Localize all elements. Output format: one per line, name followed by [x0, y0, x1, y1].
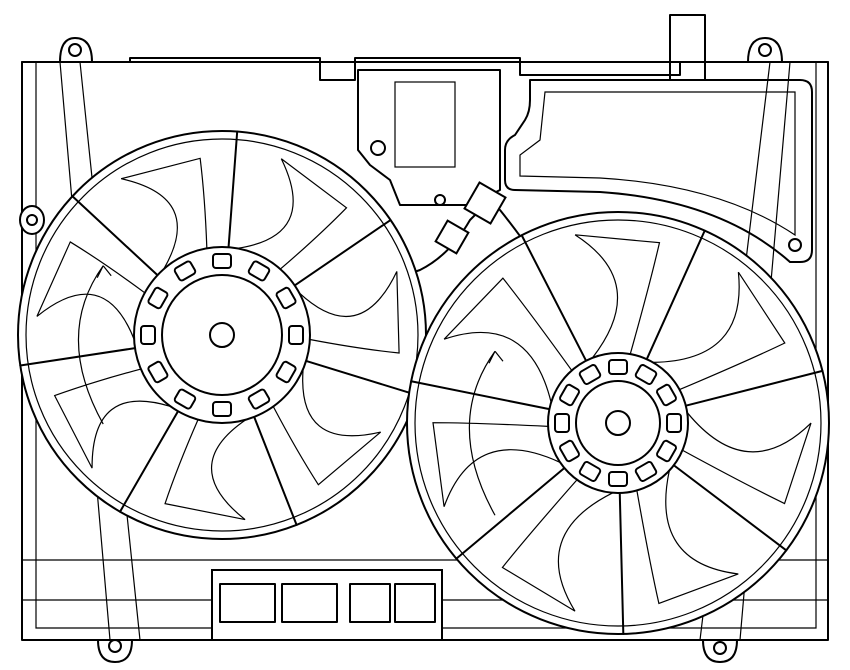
- rotation-arrow-icon: [77, 265, 112, 425]
- fan-blade: [120, 157, 208, 270]
- fan-blade: [272, 369, 382, 486]
- fan-inner-ring: [25, 138, 419, 532]
- hub-vent: [634, 461, 658, 482]
- fan-blade: [574, 234, 661, 359]
- shroud-strut: [305, 359, 418, 397]
- hub-vent: [578, 364, 602, 385]
- mounting-ear-bottom-left: [96, 639, 134, 664]
- hub-vent: [634, 364, 658, 385]
- mounting-ear-top-left: [58, 36, 94, 63]
- hub-vent: [656, 439, 677, 463]
- hub-vent: [608, 471, 628, 487]
- motor-shaft: [209, 322, 235, 348]
- shroud-strut: [684, 369, 824, 407]
- hub-vent: [288, 325, 304, 345]
- hub-vent: [173, 388, 197, 410]
- overflow-reservoir: [504, 14, 813, 263]
- fan-blade: [501, 479, 614, 612]
- hub-vent: [666, 413, 682, 433]
- hub-vent: [140, 325, 156, 345]
- hub-vent: [247, 260, 271, 282]
- shroud-strut: [19, 347, 136, 367]
- hub-vent: [275, 360, 297, 384]
- fan-blade: [237, 158, 348, 270]
- hub-vent: [608, 359, 628, 375]
- fan-inner-ring: [414, 219, 822, 627]
- shroud-strut: [455, 467, 566, 560]
- fan-blade: [636, 470, 739, 605]
- motor-housing: [161, 274, 283, 396]
- fan-right: [406, 211, 830, 635]
- mounting-ear-top-right: [746, 36, 784, 63]
- shroud-strut: [119, 410, 180, 513]
- hub-vent: [559, 439, 580, 463]
- hub-vent: [554, 413, 570, 433]
- fan-blade: [298, 271, 400, 354]
- fan-blade: [53, 368, 171, 469]
- shroud-strut: [71, 195, 159, 277]
- fan-blade: [682, 412, 812, 505]
- hub-vent: [212, 253, 232, 269]
- hub-vent: [147, 286, 169, 310]
- control-module: [357, 69, 501, 206]
- hub-vent: [578, 461, 602, 482]
- fan-blade: [36, 241, 146, 340]
- shroud-strut: [618, 491, 625, 635]
- hub-vent: [147, 360, 169, 384]
- fan-left: [17, 130, 427, 540]
- hub-vent: [247, 388, 271, 410]
- fan-blade: [652, 271, 786, 391]
- shroud-strut: [253, 415, 298, 526]
- hub-vent: [212, 401, 232, 417]
- motor-shaft: [605, 410, 631, 436]
- hub-vent: [173, 260, 197, 282]
- rotation-arrow-icon: [468, 350, 504, 516]
- fan-blade: [432, 422, 561, 507]
- mounting-ear-bottom-right: [701, 639, 739, 664]
- shroud-strut: [520, 234, 588, 362]
- fan-blade: [164, 419, 247, 521]
- fan-blade: [443, 277, 573, 403]
- shroud-strut: [672, 464, 788, 552]
- shroud-strut: [293, 219, 392, 287]
- shroud-strut: [645, 229, 706, 361]
- shroud-strut: [410, 380, 551, 411]
- bottom-connector-block: [211, 569, 443, 641]
- hub-vent: [559, 383, 580, 407]
- side-ear-left: [19, 205, 45, 235]
- shroud-strut: [227, 130, 239, 249]
- hub-vent: [656, 383, 677, 407]
- motor-housing: [575, 380, 661, 466]
- hub-vent: [275, 286, 297, 310]
